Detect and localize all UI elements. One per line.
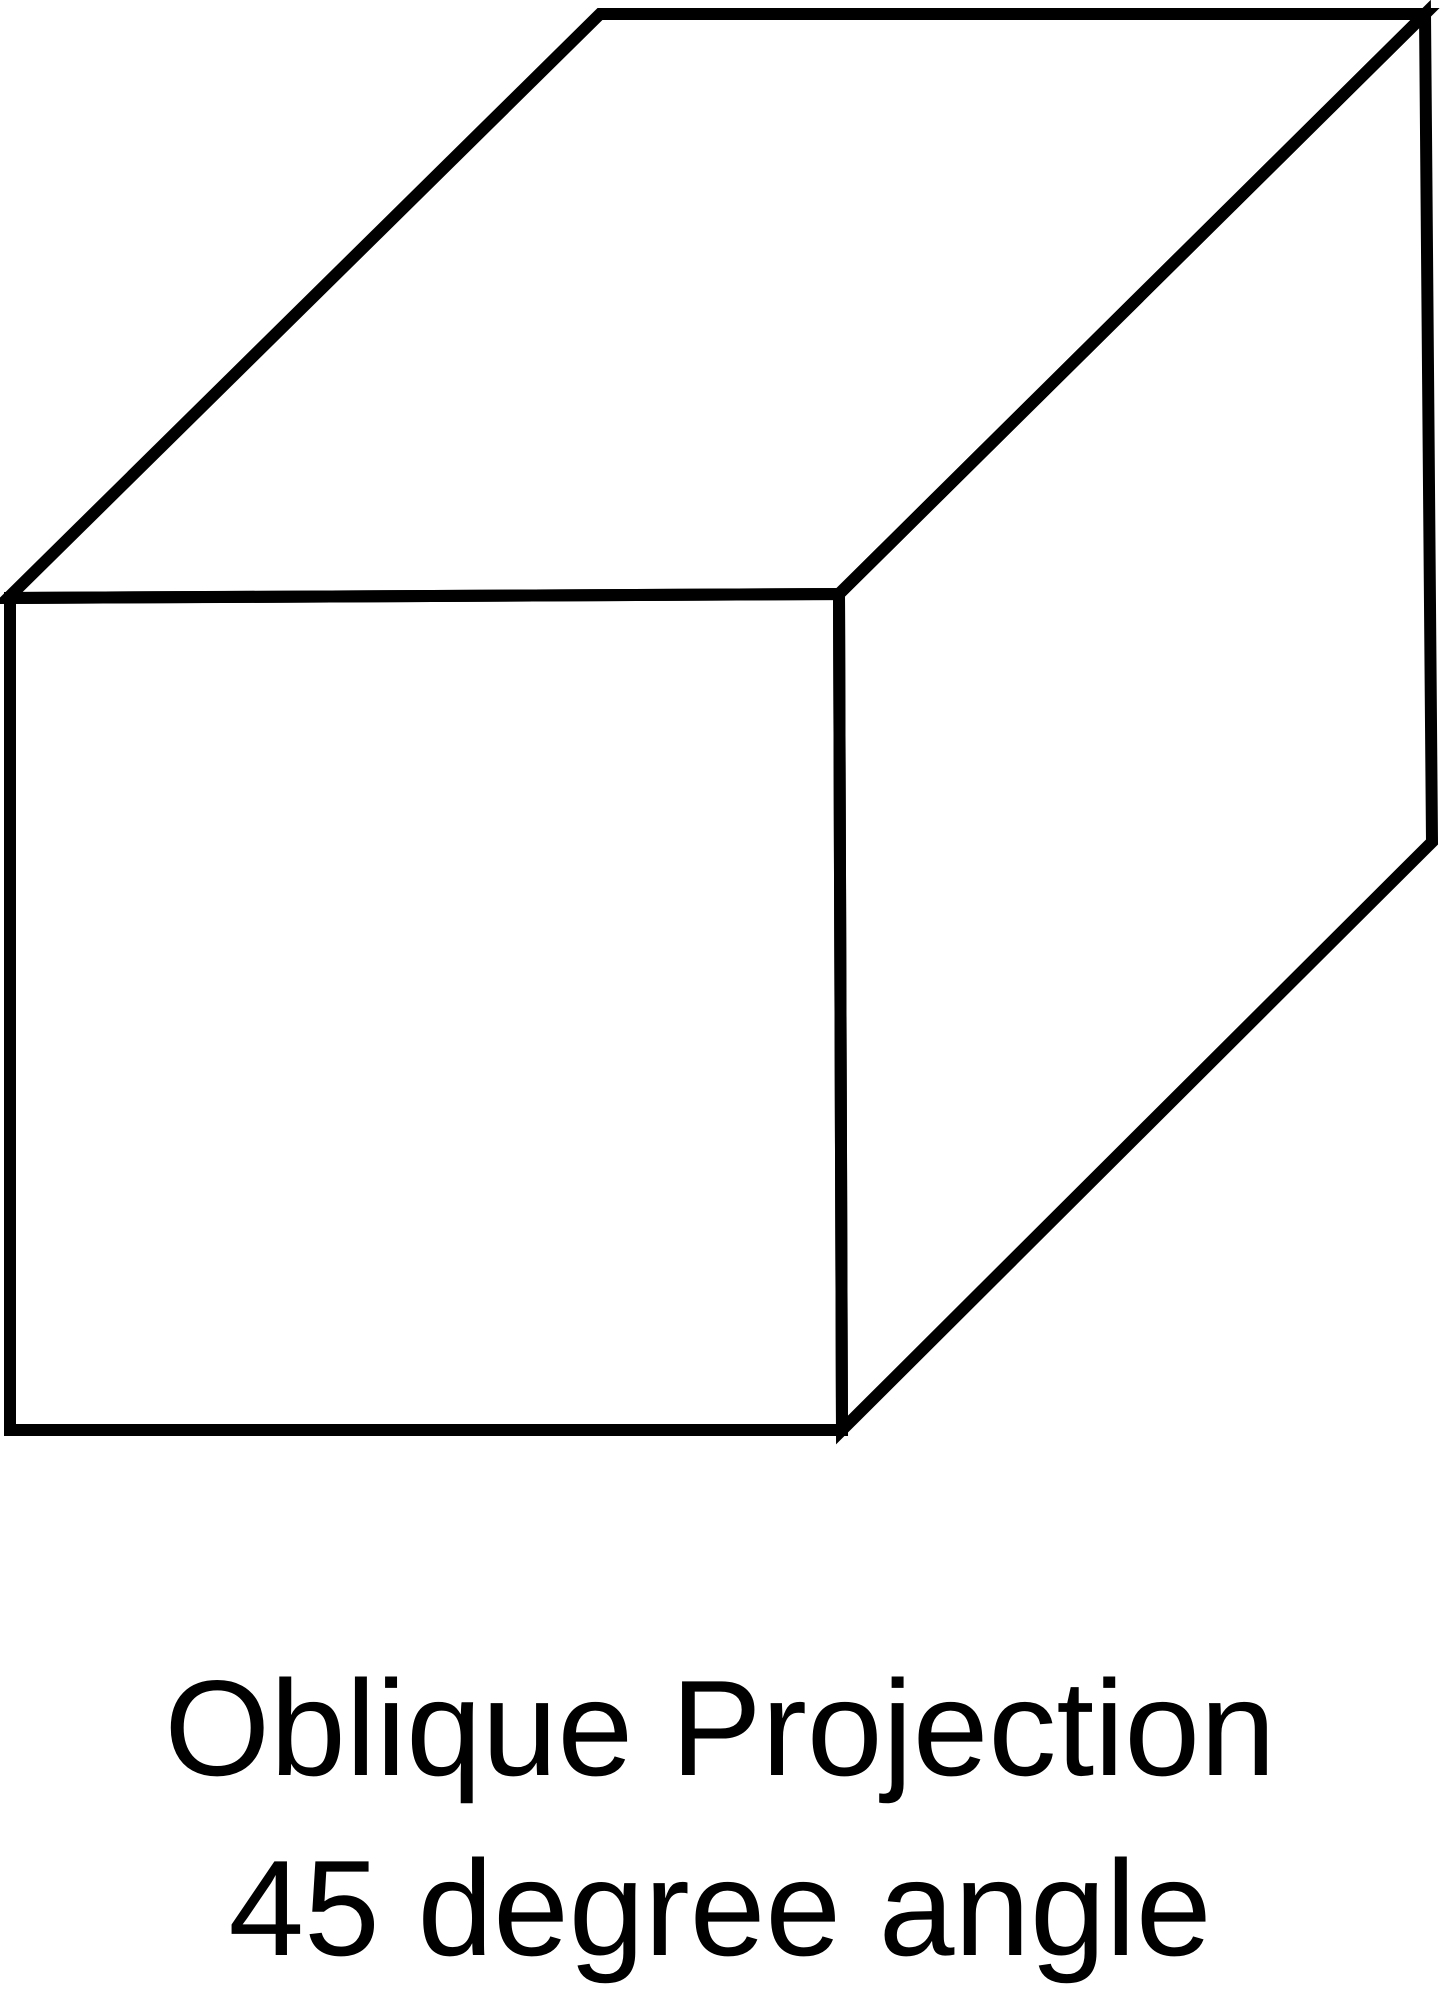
oblique-cube-diagram bbox=[0, 0, 1440, 1445]
cube-side-face bbox=[832, 0, 1439, 1445]
caption-title: Oblique Projection bbox=[164, 1652, 1276, 1804]
cube-top-face bbox=[0, 7, 1440, 605]
caption-subtitle: 45 degree angle bbox=[228, 1832, 1212, 1984]
cube-front-face bbox=[4, 587, 849, 1436]
